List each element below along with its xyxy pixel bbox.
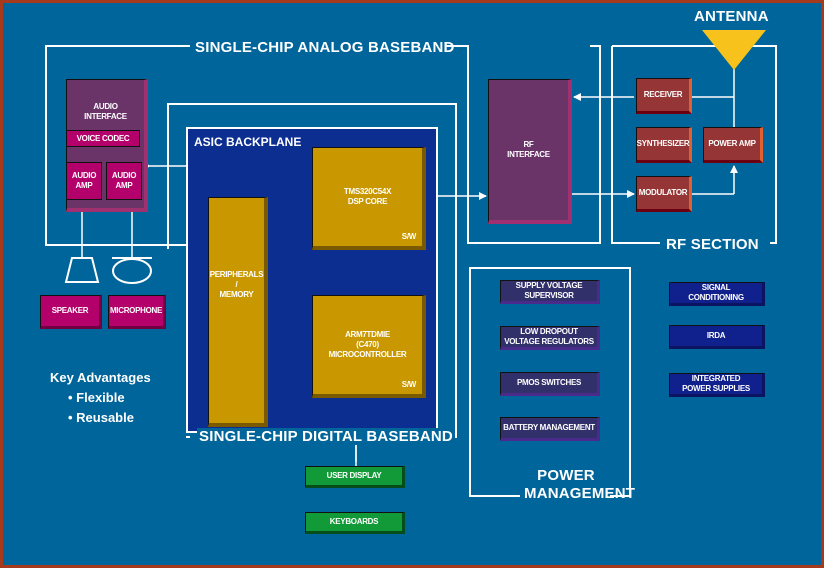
power-management-title: POWER MANAGEMENT <box>524 467 636 502</box>
peripherals-memory-block: PERIPHERALS / MEMORY <box>208 197 268 427</box>
key-advantages: Key Advantages • Flexible • Reusable <box>50 370 151 425</box>
rf-section-frame <box>611 46 660 244</box>
irda-block: IRDA <box>669 325 765 349</box>
speaker-icon <box>64 257 100 283</box>
supply-voltage-supervisor-block: SUPPLY VOLTAGE SUPERVISOR <box>500 280 600 304</box>
microcontroller-block: ARM7TDMIE (C470) MICROCONTROLLER S/W <box>312 295 426 398</box>
analog-frame-right <box>445 45 601 244</box>
asic-backplane-title: ASIC BACKPLANE <box>194 135 302 149</box>
integrated-power-supplies-block: INTEGRATED POWER SUPPLIES <box>669 373 765 397</box>
battery-management-block: BATTERY MANAGEMENT <box>500 417 600 441</box>
pmos-switches-block: PMOS SWITCHES <box>500 372 600 396</box>
receiver-block: RECEIVER <box>636 78 692 114</box>
digital-baseband-title: SINGLE-CHIP DIGITAL BASEBAND <box>197 428 455 445</box>
modulator-block: MODULATOR <box>636 176 692 212</box>
user-display-block: USER DISPLAY <box>305 466 405 488</box>
speaker-block: SPEAKER <box>40 295 102 329</box>
antenna-title: ANTENNA <box>694 8 769 25</box>
dsp-core-block: TMS320C54X DSP CORE S/W <box>312 147 426 250</box>
audio-amp-block-1: AUDIO AMP <box>66 162 102 200</box>
power-amp-block: POWER AMP <box>703 127 763 163</box>
inner-frame <box>167 103 457 438</box>
analog-baseband-frame <box>45 45 190 246</box>
ldo-regulators-block: LOW DROPOUT VOLTAGE REGULATORS <box>500 326 600 350</box>
mcu-sw-label: S/W <box>401 380 417 389</box>
synthesizer-block: SYNTHESIZER <box>636 127 692 163</box>
rf-section-title: RF SECTION <box>666 236 759 253</box>
analog-baseband-title: SINGLE-CHIP ANALOG BASEBAND <box>195 39 455 56</box>
voice-codec-block: VOICE CODEC <box>66 130 140 147</box>
audio-amp-block-2: AUDIO AMP <box>106 162 142 200</box>
microphone-icon <box>112 258 152 284</box>
microphone-block: MICROPHONE <box>108 295 166 329</box>
signal-conditioning-block: SIGNAL CONDITIONING <box>669 282 765 306</box>
rf-interface-block: RF INTERFACE <box>488 79 572 224</box>
keyboards-block: KEYBOARDS <box>305 512 405 534</box>
power-frame <box>469 267 631 497</box>
antenna-icon <box>702 30 766 70</box>
dsp-sw-label: S/W <box>401 232 417 241</box>
